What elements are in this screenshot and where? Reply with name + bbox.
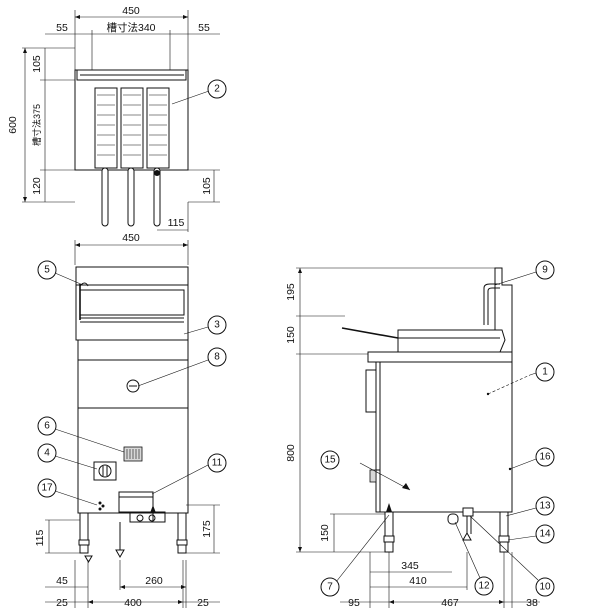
callout-14: 14	[535, 524, 555, 544]
callout-2: 2	[207, 79, 227, 99]
small-marker-icon	[98, 501, 105, 511]
dim-leg-inset: 45	[56, 575, 68, 587]
dim-side-d2: 410	[409, 575, 427, 587]
svg-text:10: 10	[539, 582, 551, 593]
svg-text:8: 8	[214, 352, 220, 363]
callout-3: 3	[207, 315, 227, 335]
svg-text:3: 3	[214, 320, 220, 331]
callout-17: 17	[37, 478, 57, 498]
callout-1: 1	[535, 362, 555, 382]
side-view: 195 150 800 150	[285, 267, 540, 609]
top-view: 450 55 55 槽寸法340 600 105 槽寸法375 120	[7, 5, 220, 232]
dim-tank-width: 槽寸法340	[106, 21, 155, 34]
svg-text:1: 1	[542, 367, 548, 378]
dim-leg-height-left: 115	[34, 529, 46, 546]
dim-top-offset: 105	[31, 55, 43, 73]
svg-text:11: 11	[212, 458, 223, 469]
dim-right-margin: 25	[197, 597, 209, 609]
dim-leg-span: 260	[145, 575, 163, 587]
svg-text:2: 2	[214, 84, 220, 95]
dim-leg-height-right: 175	[201, 520, 213, 538]
svg-text:12: 12	[478, 581, 490, 592]
dim-right-lower: 105	[201, 177, 213, 195]
svg-text:15: 15	[324, 455, 336, 466]
dim-left-margin: 25	[56, 597, 68, 609]
callout-10: 10	[535, 577, 555, 597]
dim-handle-offset: 115	[168, 217, 185, 229]
callout-12: 12	[474, 576, 494, 596]
callout-7: 7	[320, 577, 340, 597]
callouts: 2 5 3 8 6 4 11 17 9 1 16 15 13 14 7 12 1	[37, 79, 555, 597]
svg-text:5: 5	[44, 265, 50, 276]
dim-side-right-offset: 38	[526, 597, 538, 609]
dim-top-width: 450	[122, 5, 140, 17]
callout-11: 11	[207, 453, 227, 473]
front-view: 450	[34, 232, 220, 609]
callout-8: 8	[207, 347, 227, 367]
dim-side-left-offset: 95	[348, 597, 360, 609]
dim-base-width: 400	[124, 597, 142, 609]
callout-15: 15	[320, 450, 340, 470]
callout-5: 5	[37, 260, 57, 280]
dim-top-depth: 600	[7, 116, 19, 134]
dim-side-mid: 150	[285, 326, 297, 344]
callout-9: 9	[535, 260, 555, 280]
callout-13: 13	[535, 496, 555, 516]
callout-6: 6	[37, 416, 57, 436]
svg-text:4: 4	[44, 448, 50, 459]
dim-side-top: 195	[285, 283, 297, 301]
dim-top-right-margin: 55	[198, 22, 210, 34]
callout-4: 4	[37, 443, 57, 463]
svg-text:6: 6	[44, 421, 50, 432]
svg-text:13: 13	[539, 501, 551, 512]
svg-text:9: 9	[542, 265, 548, 276]
dim-front-width: 450	[122, 232, 140, 244]
svg-text:14: 14	[539, 529, 551, 540]
dim-tank-depth: 槽寸法375	[31, 104, 42, 146]
dim-side-leg: 150	[319, 524, 331, 542]
dim-side-d1: 345	[401, 560, 419, 572]
dim-side-depth: 467	[441, 597, 459, 609]
dim-side-body: 800	[285, 444, 297, 462]
dim-top-left-margin: 55	[56, 22, 68, 34]
svg-text:7: 7	[327, 582, 333, 593]
dim-bottom-offset: 120	[31, 177, 43, 195]
svg-text:16: 16	[539, 452, 551, 463]
callout-16: 16	[535, 447, 555, 467]
svg-text:17: 17	[41, 483, 53, 494]
